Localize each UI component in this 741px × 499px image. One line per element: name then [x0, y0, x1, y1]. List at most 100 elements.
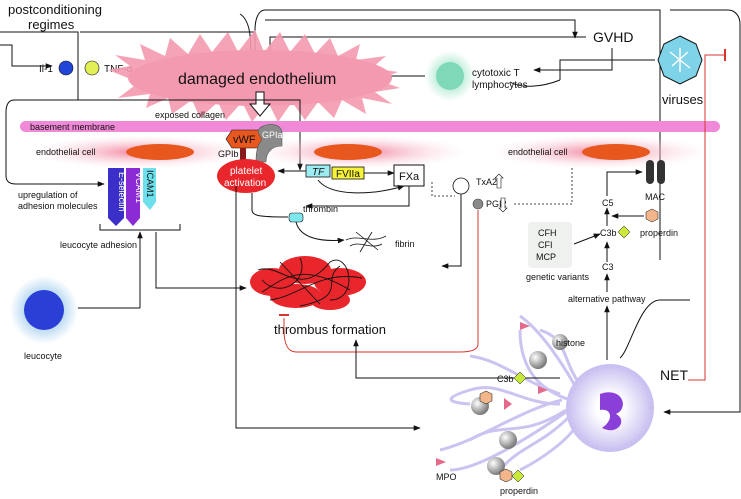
endothelial-cell-middle-nucleus: [314, 144, 382, 160]
properdin-top-icon: [645, 208, 659, 223]
cfh-label: CFH: [538, 228, 557, 238]
virus-inner-icon: [669, 48, 691, 72]
fxa-label: FXa: [399, 171, 420, 183]
regulators-box: [528, 222, 572, 268]
pgi2-icon: [472, 198, 484, 210]
mac-pore-1: [646, 160, 654, 184]
endothelial-cell-right-nucleus: [582, 144, 650, 160]
damaged-endothelium-shape: [108, 30, 400, 122]
histone-group: [471, 334, 568, 475]
tf-to-fxa-arrow: [317, 179, 405, 194]
platelet-label-2: activation: [224, 178, 266, 189]
upregulation-label-2: adhesion molecules: [18, 201, 98, 211]
thrombin-to-fibrin-arrow: [295, 221, 345, 244]
mac-pore-2: [657, 160, 665, 184]
exposed-collagen-arrow: [248, 91, 272, 117]
txa2-label: TxA2: [476, 177, 497, 187]
regulators-to-c3b-arrow: [573, 233, 601, 245]
damaged-endothelium-label: damaged endothelium: [178, 71, 336, 88]
gpib-label: GPIb: [218, 149, 239, 159]
postcond-to-il1-arrow: [0, 44, 53, 69]
properdin-bottom-label: properdin: [500, 486, 538, 496]
cfi-label: CFI: [538, 240, 553, 250]
right-loop-to-net-arrow: [663, 280, 741, 415]
txa2-dotted-line: [431, 182, 455, 197]
net-label: NET: [660, 367, 688, 383]
cytotoxic-t-cell-icon: [436, 62, 464, 90]
thrombin-label: thrombin: [303, 204, 338, 214]
vcam1-label: VCAM1: [134, 172, 144, 203]
platelet-label-1: platelet: [230, 166, 262, 177]
postconditioning-line: [0, 31, 79, 66]
txa2-to-thrombus-arrow: [441, 194, 462, 269]
txa2-icon: [452, 177, 470, 195]
virus-to-ctl-line: [509, 79, 561, 87]
platelet-to-thrombin-line: [251, 193, 289, 218]
genetic-variants-label: genetic variants: [526, 272, 590, 282]
mpo-icon-4: [436, 458, 446, 466]
c3b-top-icon: [617, 225, 631, 239]
e-selectin-label: E-selectin: [117, 172, 127, 212]
pgi2-inhibit-line: [283, 210, 479, 353]
icam1-tip: [143, 202, 156, 210]
fibrin-label: fibrin: [395, 239, 415, 249]
il1-label: Il-1: [39, 64, 53, 75]
c5-to-mac-arrow: [606, 169, 643, 196]
postconditioning-label: postconditioning: [8, 2, 102, 17]
thrombin-icon: [288, 212, 304, 223]
gpia-label: GPIa: [262, 130, 283, 140]
gvhd-label: GVHD: [593, 29, 633, 45]
c3b-bottom-icon-1: [513, 371, 527, 385]
fibrin-icon: [345, 231, 387, 253]
e-selectin-bar: [108, 168, 124, 218]
viruses-label: viruses: [662, 92, 704, 107]
fxa-to-thrombin-arrow: [305, 186, 410, 209]
thrombus-icon: [250, 256, 366, 310]
histone-label: histone: [556, 338, 585, 348]
tf-label: TF: [312, 167, 325, 178]
mac-label: MAC: [645, 192, 666, 202]
gvhd-to-ctl-arrow: [533, 48, 613, 73]
exposed-collagen-label: exposed collagen: [155, 110, 225, 120]
right-loop-line: [670, 9, 741, 280]
pgi2-down-arrow-icon: [498, 197, 508, 213]
gpia-shape: [255, 124, 283, 163]
txa2-up-arrow-icon: [494, 173, 504, 189]
endothelial-cell-right-label: endothelial cell: [508, 147, 568, 157]
basement-membrane-bar: [20, 121, 720, 132]
e-selectin-tip: [108, 218, 124, 226]
left-loop-line: [5, 90, 79, 185]
endothelial-cell-left-label: endothelial cell: [36, 147, 96, 157]
fviia-label: FVIIa: [336, 169, 360, 180]
adhesion-to-thrombus-arrow: [155, 232, 247, 291]
pgi2-dotted-line: [514, 168, 573, 205]
mpo-label: MPO: [436, 472, 457, 482]
basement-membrane-label: basement membrane: [30, 122, 115, 132]
c3b-top-label: C3b: [600, 228, 617, 238]
cytotoxic-t-label-2: lymphocytes: [472, 80, 528, 91]
vcam1-tip: [126, 218, 140, 226]
cytotoxic-t-label-1: cytotoxic T: [472, 68, 520, 79]
il1-icon: [58, 60, 74, 76]
c3-label: C3: [602, 262, 614, 272]
leucocyte-label: leucocyte: [24, 351, 62, 361]
c3b-bottom-label: C3b: [497, 374, 514, 384]
platelet-shape: [217, 159, 275, 193]
regimes-label: regimes: [28, 17, 75, 32]
thrombus-formation-label: thrombus formation: [274, 322, 386, 337]
to-gvhd-arrow: [265, 19, 578, 39]
c3b-bottom-icon-2: [511, 469, 525, 483]
net-to-virus-inhibit-line: [688, 54, 725, 381]
properdin-bottom-icon-1: [479, 390, 493, 405]
vwf-label: vWF: [233, 134, 256, 146]
top-loop-arrow: [252, 9, 661, 260]
mpo-icon-1: [520, 322, 530, 330]
properdin-bottom-icon-2: [499, 468, 513, 483]
virus-line: [559, 59, 655, 80]
vcam1-bar: [126, 168, 140, 218]
icam1-label: ICAM1: [145, 170, 155, 198]
pgi2-label: PGI2: [486, 199, 507, 209]
net-up-line: [619, 299, 690, 359]
adhesion-bracket: [99, 224, 181, 231]
